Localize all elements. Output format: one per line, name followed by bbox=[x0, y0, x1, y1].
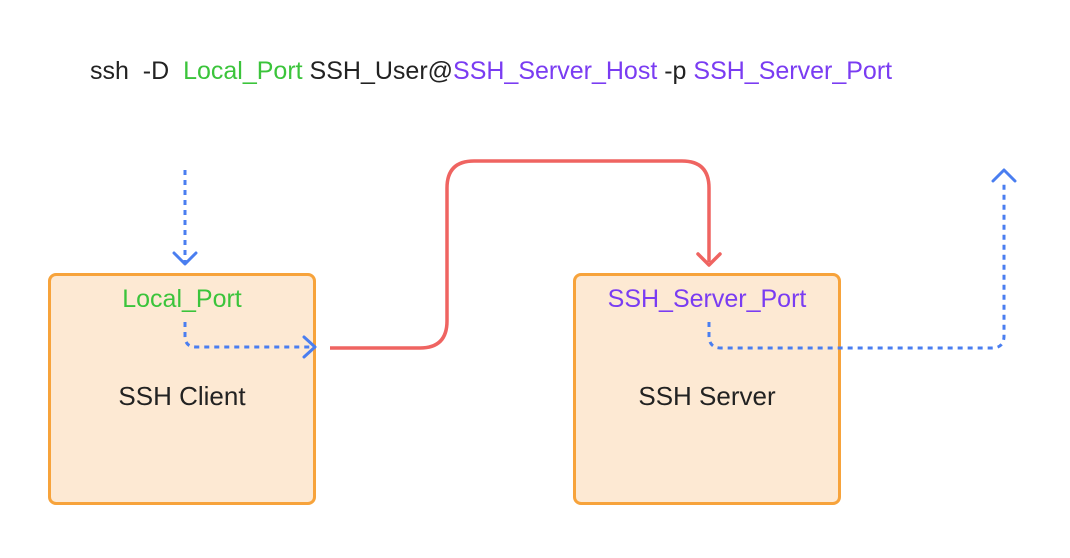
ssh-tunnel-arrowhead bbox=[696, 252, 722, 267]
ssh-server-label: SSH Server bbox=[638, 381, 776, 411]
ssh-command: ssh -D Local_Port SSH_User@SSH_Server_Ho… bbox=[90, 54, 892, 88]
server-port-label: SSH_Server_Port bbox=[607, 285, 807, 313]
client-local-port-label: Local_Port bbox=[122, 285, 242, 313]
cmd-port-flag: -p bbox=[657, 57, 694, 85]
cmd-server-host: SSH_Server_Host bbox=[453, 57, 658, 85]
client-internal-arrow bbox=[183, 322, 312, 349]
outgoing-arrowhead bbox=[991, 168, 1017, 183]
cmd-server-port: SSH_Server_Port bbox=[693, 57, 893, 85]
incoming-arrowhead bbox=[172, 251, 198, 266]
ssh-client-label: SSH Client bbox=[118, 381, 246, 411]
ssh-tunnel-arrow bbox=[330, 159, 711, 350]
cmd-prefix: ssh -D bbox=[90, 57, 184, 85]
ssh-client-box: Local_Port SSH Client bbox=[48, 273, 316, 505]
cmd-local-port: Local_Port bbox=[183, 57, 303, 85]
outgoing-traffic-arrow bbox=[707, 180, 1006, 350]
cmd-user: SSH_User@ bbox=[302, 57, 454, 85]
client-internal-arrowhead bbox=[302, 335, 317, 359]
ssh-server-box: SSH_Server_Port SSH Server bbox=[573, 273, 841, 505]
